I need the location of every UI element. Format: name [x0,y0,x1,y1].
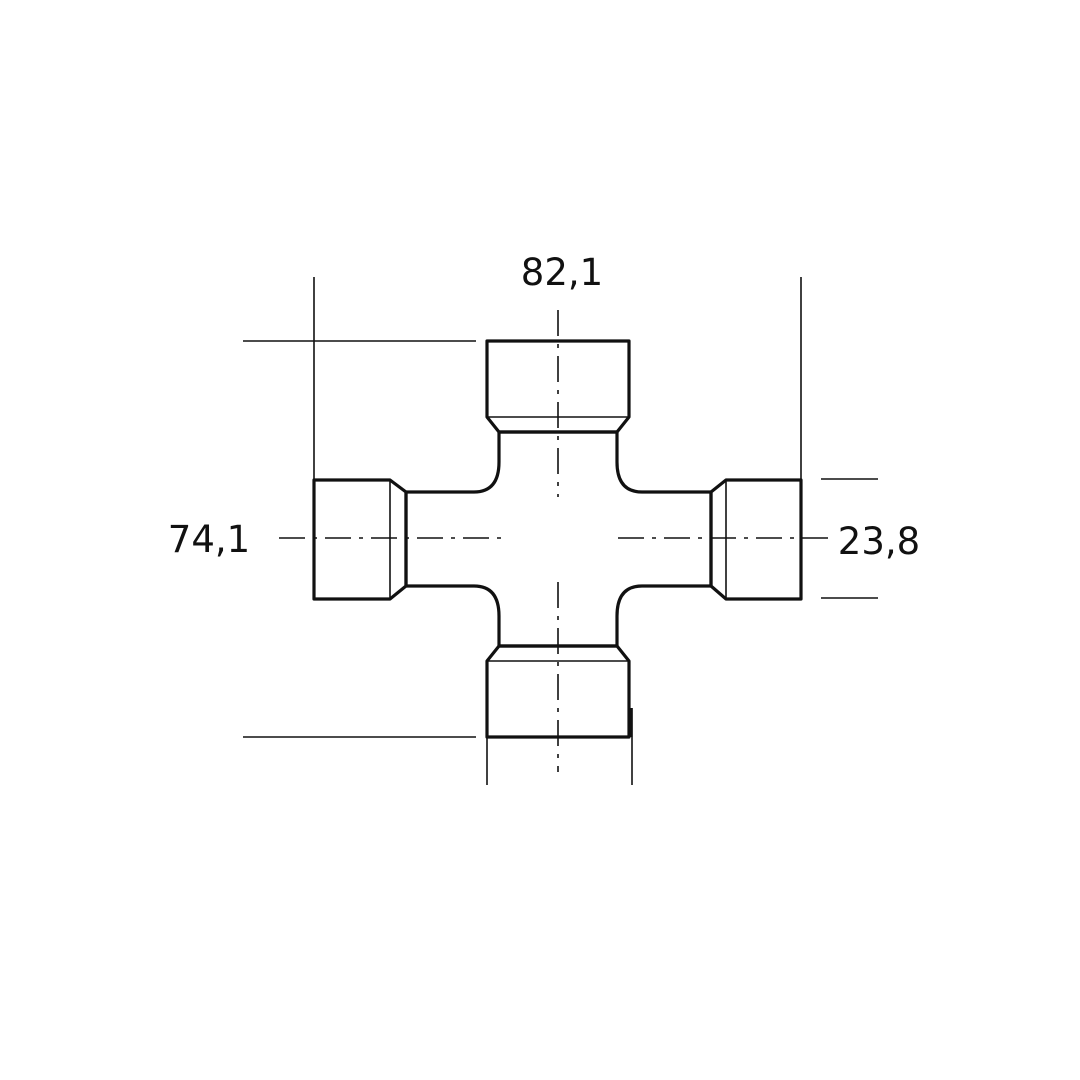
extension-lines [243,277,878,785]
bottom-bearing-cap [485,644,633,739]
left-cap-outline [312,478,408,601]
dimension-label-overall-width: 82,1 [521,251,603,294]
dimension-label-cap-diameter: 23,8 [838,520,920,563]
right-bearing-cap [709,478,803,601]
left-bearing-cap [312,478,408,601]
top-bearing-cap [485,339,631,434]
center-lines [279,310,832,772]
dimension-label-overall-height: 74,1 [168,518,250,561]
right-cap-outline [709,478,803,601]
